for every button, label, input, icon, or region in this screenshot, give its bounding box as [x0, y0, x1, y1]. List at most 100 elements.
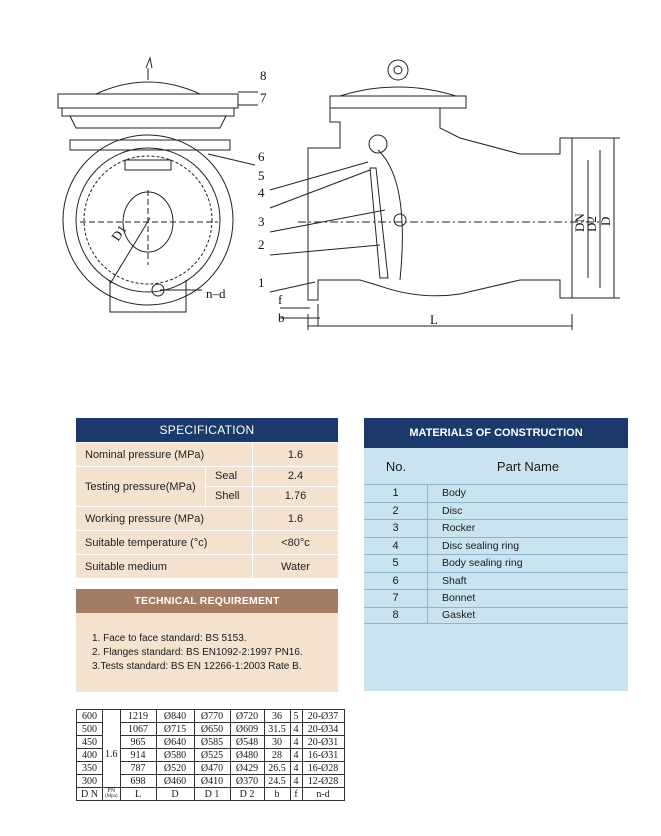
dim-nd-cell: 16-Ø31	[301, 748, 345, 762]
materials-name: Gasket	[442, 609, 476, 622]
materials-col-name: Part Name	[496, 458, 560, 474]
technical-item: 3.Tests standard: BS EN 12266-1:2003 Rat…	[92, 661, 302, 672]
materials-panel: MATERIALS OF CONSTRUCTION No. Part Name …	[364, 418, 628, 691]
dim-d: D	[598, 217, 613, 226]
dim-pn-cell: 1.6	[102, 722, 121, 788]
dim-d-cell: Ø840	[155, 709, 195, 723]
technical-list: 1. Face to face standard: BS 5153. 2. Fl…	[76, 613, 338, 692]
dim-b-cell: 36	[263, 709, 291, 723]
spec-sub-label: Seal	[206, 467, 253, 486]
dim-b: b	[278, 310, 285, 325]
dim-d1-cell: Ø410	[193, 774, 231, 788]
dim-f-cell: 4	[289, 748, 303, 762]
spec-row-temperature: Suitable temperature (°c) <80°c	[76, 530, 338, 554]
dim-d2-cell: Ø429	[229, 761, 265, 775]
spec-label: Testing pressure(MPa)	[76, 467, 206, 506]
dim-footer-b: b	[263, 787, 291, 801]
dim-footer-l: L	[119, 787, 157, 801]
specification-title: SPECIFICATION	[76, 418, 338, 442]
dim-footer-f: f	[289, 787, 303, 801]
materials-name: Rocker	[442, 522, 476, 535]
dim-d1-cell: Ø585	[193, 735, 231, 749]
label-4: 4	[258, 185, 265, 200]
materials-no: 2	[364, 502, 428, 519]
specification-table: Nominal pressure (MPa) 1.6 Testing press…	[76, 442, 338, 578]
dim-footer-nd: n-d	[301, 787, 345, 801]
spec-label: Suitable temperature (°c)	[76, 531, 253, 554]
spec-row-medium: Suitable medium Water	[76, 554, 338, 578]
dim-pn-blank-cell	[102, 709, 121, 723]
dim-d1: D1	[108, 222, 129, 244]
dim-nd-cell: 16-Ø28	[301, 761, 345, 775]
dim-footer-pn-label: PN	[107, 788, 116, 794]
spec-sub-group: Seal 2.4 Shell 1.76	[206, 467, 338, 506]
materials-header: No. Part Name	[364, 454, 628, 478]
materials-name: Bonnet	[442, 592, 476, 605]
dim-dn-cell: 300	[76, 774, 103, 788]
dim-l: L	[430, 312, 438, 327]
dim-d-cell: Ø580	[155, 748, 195, 762]
spec-sub-row-seal: Seal 2.4	[206, 467, 338, 487]
dim-nd: n–d	[206, 286, 226, 301]
dim-d2-cell: Ø480	[229, 748, 265, 762]
materials-name: Disc	[442, 504, 463, 517]
dim-d-cell: Ø520	[155, 761, 195, 775]
dim-d1-cell: Ø470	[193, 761, 231, 775]
dim-dn-cell: 500	[76, 722, 103, 736]
dim-f: f	[278, 292, 283, 307]
dim-d2-cell: Ø370	[229, 774, 265, 788]
dim-d2-cell: Ø548	[229, 735, 265, 749]
dim-d2-cell: Ø720	[229, 709, 265, 723]
label-1: 1	[258, 275, 265, 290]
dim-b-cell: 28	[263, 748, 291, 762]
materials-name: Disc sealing ring	[442, 539, 520, 552]
materials-no: 1	[364, 485, 428, 502]
technical-item: 1. Face to face standard: BS 5153.	[92, 633, 247, 644]
technical-item: 2. Flanges standard: BS EN1092-2:1997 PN…	[92, 647, 303, 658]
dim-dn: DN	[572, 213, 587, 232]
dim-nd-cell: 20-Ø34	[301, 722, 345, 736]
dim-footer-dn: D N	[76, 787, 103, 801]
dim-dn-cell: 400	[76, 748, 103, 762]
valve-drawing-svg: 8 7 6 5 4 3 2 1 D1 n–d f b L DN D2 D	[57, 56, 620, 330]
dim-dn-cell: 450	[76, 735, 103, 749]
dim-nd-cell: 12-Ø28	[301, 774, 345, 788]
label-3: 3	[258, 214, 265, 229]
dim-footer-pn: PN(Mpa)	[102, 787, 121, 801]
dim-l-cell: 1067	[119, 722, 157, 736]
dim-d-cell: Ø715	[155, 722, 195, 736]
spec-sub-value: 2.4	[287, 470, 304, 483]
valve-drawing: 8 7 6 5 4 3 2 1 D1 n–d f b L DN D2 D	[40, 50, 640, 350]
dim-d1-cell: Ø770	[193, 709, 231, 723]
spec-value: Water	[281, 560, 310, 573]
spec-label: Suitable medium	[76, 555, 253, 578]
dim-f-cell: 5	[289, 709, 303, 723]
dim-l-cell: 914	[119, 748, 157, 762]
materials-no: 8	[364, 607, 428, 623]
dim-d1-cell: Ø650	[193, 722, 231, 736]
spec-label: Nominal pressure (MPa)	[76, 443, 253, 466]
dim-dn-cell: 350	[76, 761, 103, 775]
spec-sub-label: Shell	[206, 486, 253, 506]
spec-row-testing: Testing pressure(MPa) Seal 2.4 Shell 1.7…	[76, 466, 338, 506]
materials-row: 8 Gasket	[364, 606, 628, 624]
spec-value: <80°c	[281, 536, 310, 549]
dim-l-cell: 787	[119, 761, 157, 775]
dim-f-cell: 4	[289, 722, 303, 736]
spec-value: 1.6	[287, 512, 304, 525]
dim-footer-d2: D 2	[229, 787, 265, 801]
dim-b-cell: 31.5	[263, 722, 291, 736]
materials-row: 2 Disc	[364, 501, 628, 519]
materials-no: 6	[364, 572, 428, 589]
materials-title: MATERIALS OF CONSTRUCTION	[364, 418, 628, 448]
